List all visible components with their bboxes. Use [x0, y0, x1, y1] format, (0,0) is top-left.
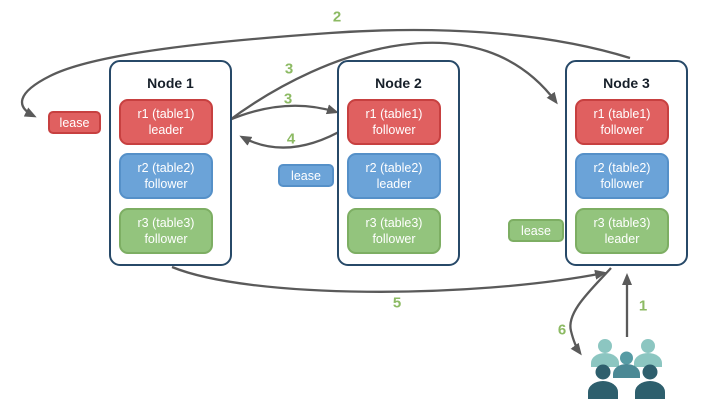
- replica-box-node2-r2: r2 (table2) leader: [347, 153, 441, 199]
- node-card-2: Node 2 r1 (table1) follower r2 (table2) …: [337, 60, 460, 266]
- replica-name: r2 (table2): [365, 161, 423, 175]
- lease-chip-blue: lease: [278, 164, 334, 187]
- replica-name: r2 (table2): [593, 161, 651, 175]
- node-title: Node 3: [603, 75, 650, 91]
- step-label-6: 6: [557, 321, 567, 339]
- arrow-step-3-node1-to-node2: [226, 104, 339, 123]
- replica-role: follower: [372, 232, 416, 246]
- node-title: Node 2: [375, 75, 422, 91]
- replica-box-node1-r2: r2 (table2) follower: [119, 153, 213, 199]
- arrow-step-6-node3-to-users: [569, 267, 612, 356]
- step-label-3a: 3: [284, 60, 294, 78]
- lease-chip-green: lease: [508, 219, 564, 242]
- node-card-3: Node 3 r1 (table1) follower r2 (table2) …: [565, 60, 688, 266]
- step-label-4: 4: [286, 130, 296, 148]
- step-label-5: 5: [392, 294, 402, 312]
- replica-role: leader: [376, 177, 412, 191]
- replica-role: follower: [144, 232, 188, 246]
- replica-name: r2 (table2): [137, 161, 195, 175]
- replica-box-node3-r2: r2 (table2) follower: [575, 153, 669, 199]
- replica-role: leader: [148, 123, 184, 137]
- step-label-2: 2: [332, 8, 342, 26]
- replica-box-node2-r1: r1 (table1) follower: [347, 99, 441, 145]
- replica-name: r1 (table1): [365, 107, 423, 121]
- replica-role: follower: [600, 177, 644, 191]
- replica-name: r3 (table3): [365, 216, 423, 230]
- replica-box-node3-r3: r3 (table3) leader: [575, 208, 669, 254]
- arrow-step-3-node1-to-node3: [226, 41, 558, 123]
- step-label-3b: 3: [283, 90, 293, 108]
- replica-name: r3 (table3): [137, 216, 195, 230]
- replica-box-node3-r1: r1 (table1) follower: [575, 99, 669, 145]
- lease-chip-red: lease: [48, 111, 101, 134]
- arrow-step-5-node1-to-node3: [171, 265, 607, 293]
- arrow-step-4-node2-to-node1: [239, 127, 347, 149]
- users-icon: [588, 339, 665, 399]
- replica-box-node2-r3: r3 (table3) follower: [347, 208, 441, 254]
- node-title: Node 1: [147, 75, 194, 91]
- replica-box-node1-r1: r1 (table1) leader: [119, 99, 213, 145]
- replica-role: follower: [372, 123, 416, 137]
- replica-box-node1-r3: r3 (table3) follower: [119, 208, 213, 254]
- replica-name: r1 (table1): [137, 107, 195, 121]
- node-card-1: Node 1 r1 (table1) leader r2 (table2) fo…: [109, 60, 232, 266]
- replica-role: follower: [144, 177, 188, 191]
- replica-name: r1 (table1): [593, 107, 651, 121]
- step-label-1: 1: [638, 297, 648, 315]
- replica-role: leader: [604, 232, 640, 246]
- replica-name: r3 (table3): [593, 216, 651, 230]
- replica-role: follower: [600, 123, 644, 137]
- arrow-step-2-node3-to-lease1: [20, 28, 631, 118]
